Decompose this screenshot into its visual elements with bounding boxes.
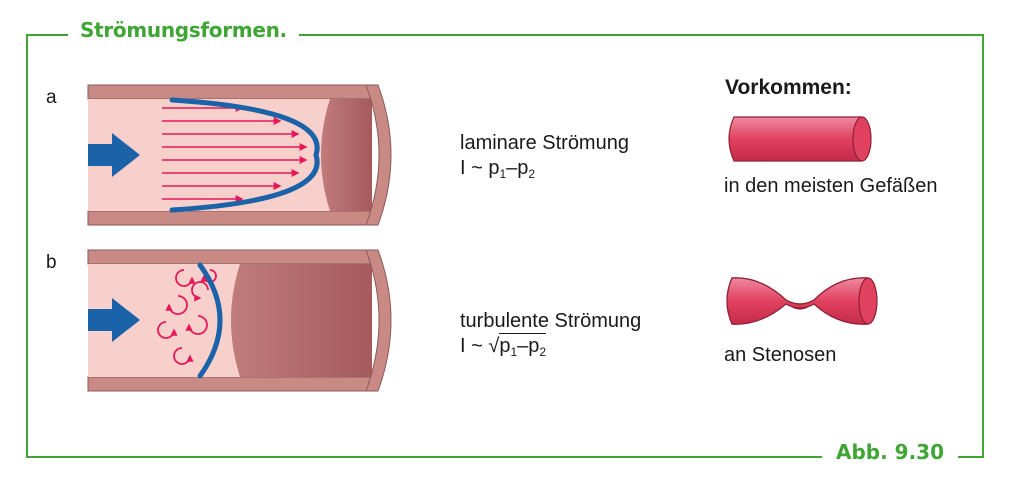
figure-number: Abb. 9.30	[822, 440, 959, 464]
flow-name-turbulent: turbulente Strömung	[460, 310, 642, 332]
panel-label-a: a	[46, 87, 57, 108]
formula-laminar: I ~ p1–p2	[460, 157, 536, 181]
occurrence-turbulent: an Stenosen	[724, 344, 837, 366]
figure-title: Strömungsformen.	[68, 18, 299, 42]
vessel-b	[87, 249, 392, 392]
tube-icon-stenosis	[726, 277, 878, 325]
figure-frame	[26, 34, 984, 458]
vessel-a	[87, 84, 392, 226]
occurrence-heading: Vorkommen:	[725, 76, 852, 99]
flow-name-laminar: laminare Strömung	[460, 132, 629, 154]
panel-label-b: b	[46, 252, 57, 273]
tube-icon-straight	[728, 116, 872, 162]
formula-turbulent: I ~ √p1–p2	[460, 333, 547, 359]
occurrence-laminar: in den meisten Gefäßen	[724, 175, 938, 197]
